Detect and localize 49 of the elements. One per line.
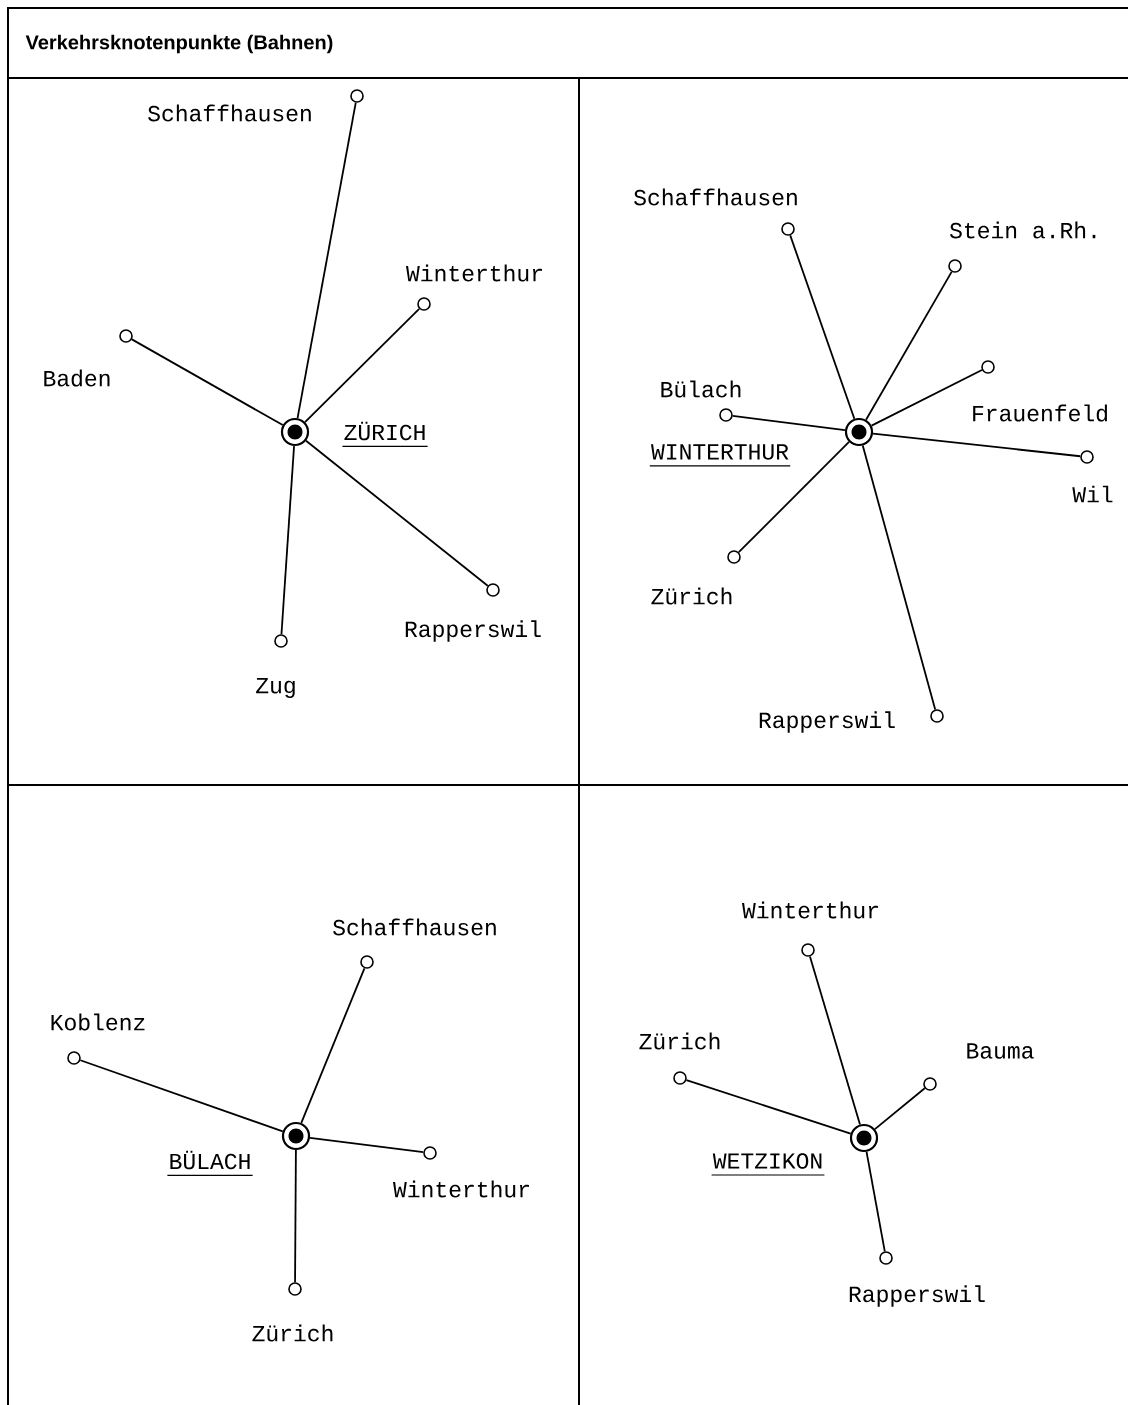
- station-label: Rapperswil: [849, 1285, 985, 1307]
- hub-circle: [849, 1123, 879, 1153]
- rail-line: [865, 271, 953, 421]
- rail-line: [131, 338, 284, 426]
- hub-label: WINTERTHUR: [649, 444, 791, 467]
- rail-line: [685, 1079, 852, 1135]
- station-label: Winterthur: [393, 1180, 529, 1198]
- rail-line: [865, 1151, 886, 1253]
- station-label: Bauma: [967, 1043, 1034, 1059]
- rail-line: [731, 414, 846, 432]
- rail-line: [861, 444, 937, 711]
- rail-line: [872, 432, 1082, 458]
- station-label: Zürich: [639, 1032, 720, 1050]
- station-label: Zürich: [252, 1324, 333, 1342]
- rail-line: [294, 1149, 297, 1284]
- rail-line: [280, 445, 295, 636]
- station-label: Winterthur: [742, 901, 878, 919]
- rail-line: [79, 1059, 284, 1133]
- rail-line: [870, 369, 983, 427]
- hub-label: ZÜRICH: [341, 421, 429, 448]
- hub-circle: [280, 417, 310, 447]
- hub-label: WETZIKON: [711, 1153, 825, 1176]
- hub-circle: [844, 417, 874, 447]
- station-label: Schaffhausen: [148, 104, 311, 122]
- rail-line: [300, 967, 366, 1124]
- rail-line: [809, 955, 861, 1126]
- station-label: Rapperswil: [405, 620, 541, 642]
- hub-circle: [281, 1121, 311, 1151]
- station-label: Zürich: [651, 587, 732, 605]
- station-label: Wil: [1072, 485, 1113, 503]
- station-label: Winterthur: [406, 264, 542, 282]
- rail-line: [304, 307, 421, 423]
- station-label: Rapperswil: [759, 711, 895, 733]
- station-label: Baden: [44, 369, 110, 387]
- station-label: Schaffhausen: [634, 188, 797, 206]
- station-label: Zug: [256, 678, 295, 698]
- station-label: Stein a.Rh.: [950, 221, 1096, 239]
- station-label: Bülach: [661, 380, 741, 398]
- title: Verkehrsknotenpunkte (Bahnen): [25, 34, 333, 54]
- station-label: Koblenz: [51, 1013, 145, 1031]
- rail-line: [874, 1087, 926, 1130]
- station-label: Frauenfeld: [973, 404, 1107, 422]
- rail-line: [305, 439, 489, 587]
- station-label: Schaffhausen: [333, 918, 496, 936]
- rail-line: [737, 441, 850, 554]
- rail-line: [309, 1136, 425, 1154]
- hub-label: BÜLACH: [166, 1150, 254, 1177]
- rail-line: [789, 234, 856, 420]
- rail-line: [296, 101, 357, 420]
